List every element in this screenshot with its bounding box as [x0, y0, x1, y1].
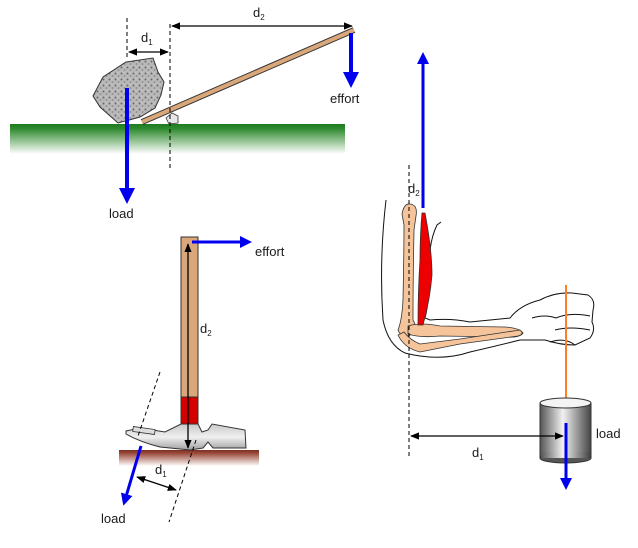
forearm-lever: d2 load d1 — [381, 52, 621, 490]
nail-head — [132, 426, 156, 435]
d1-label: d1 — [141, 30, 153, 47]
soil-ground — [119, 450, 259, 466]
hammer-d1-label: d1 — [155, 462, 167, 479]
forearm-load-label: load — [596, 426, 621, 441]
hammer-d2-label: d2 — [200, 321, 212, 338]
claw-hammer-lever: d2 d1 effort load — [101, 236, 285, 526]
d2-label: d2 — [253, 5, 265, 22]
hand-fingers — [531, 313, 591, 346]
biceps-muscle — [417, 212, 433, 326]
forearm-d2-label: d2 — [408, 181, 420, 198]
arm-outline — [381, 199, 595, 358]
effort-label: effort — [330, 91, 360, 106]
hammer-fulcrum-line-dashed — [168, 439, 197, 523]
hammer-load-label: load — [101, 511, 126, 526]
hammer-load-line-dashed — [137, 371, 161, 437]
grass-ground — [10, 124, 345, 154]
forearm-d1-label: d1 — [472, 445, 484, 462]
fulcrum-pebble — [165, 112, 179, 125]
hammer-load-arrow — [120, 445, 143, 506]
load-label: load — [109, 206, 134, 221]
hammer-d1-arrow — [136, 476, 177, 491]
hammer-handle — [180, 236, 199, 398]
hammer-effort-label: effort — [255, 244, 285, 259]
crowbar-lever: d1 d2 effort load — [10, 5, 360, 221]
